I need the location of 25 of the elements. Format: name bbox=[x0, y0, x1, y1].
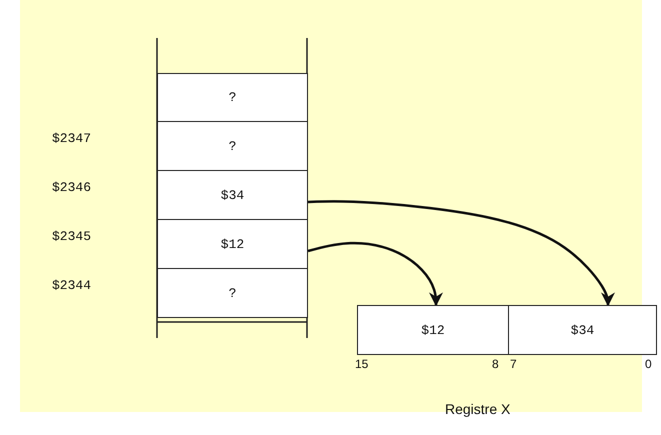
memory-cell bbox=[157, 219, 308, 269]
memory-address: $2347 bbox=[52, 131, 92, 146]
cell-value: ? bbox=[228, 286, 236, 300]
register-value: $34 bbox=[570, 322, 594, 338]
bit-number: 15 bbox=[355, 357, 368, 371]
register-byte-box bbox=[357, 305, 509, 355]
register-value: $12 bbox=[421, 322, 445, 338]
register-byte-box bbox=[508, 305, 657, 355]
memory-cell bbox=[157, 268, 308, 318]
arrow bbox=[308, 242, 443, 306]
memory-cell bbox=[157, 121, 308, 171]
cell-value: $12 bbox=[220, 236, 244, 252]
bit-number: 0 bbox=[645, 357, 652, 371]
cell-value: ? bbox=[228, 138, 236, 154]
cell-value: ? bbox=[228, 90, 236, 105]
register-caption: Registre X bbox=[445, 401, 510, 417]
bit-number: 7 bbox=[510, 357, 517, 371]
memory-cell bbox=[157, 170, 308, 220]
arrow bbox=[308, 200, 615, 306]
memory-cell bbox=[157, 73, 308, 122]
memory-address: $2346 bbox=[52, 180, 92, 195]
cell-value: $34 bbox=[220, 188, 244, 202]
bit-number: 8 bbox=[492, 357, 499, 371]
memory-address: $2344 bbox=[52, 278, 92, 293]
memory-address: $2345 bbox=[52, 229, 92, 244]
